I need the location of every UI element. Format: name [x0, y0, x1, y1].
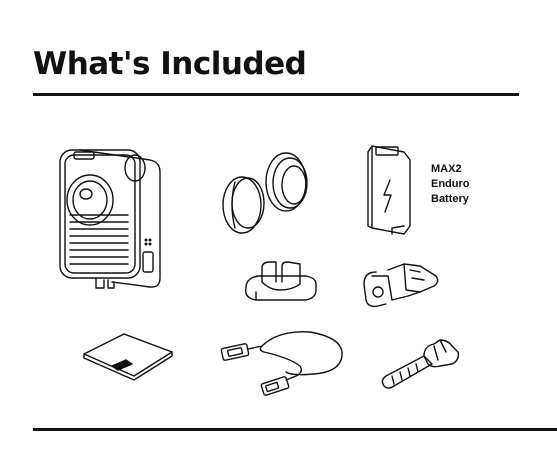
usb-c-cable-icon [220, 331, 343, 396]
camera-icon [59, 149, 161, 289]
bottom-divider [33, 428, 557, 431]
top-divider [33, 93, 519, 96]
page-title: What's Included [33, 46, 307, 82]
thumb-screw-icon [381, 339, 460, 389]
battery-label-line: Battery [431, 193, 469, 205]
lens-caps-icon [222, 152, 308, 234]
curved-mount-icon [245, 261, 317, 301]
cleaning-cloth-icon [83, 333, 173, 381]
battery-label-line: MAX2 [431, 163, 462, 175]
battery-label-line: Enduro [431, 178, 470, 190]
battery-icon [367, 145, 411, 235]
mounting-buckle-icon [363, 263, 439, 308]
battery-label: MAX2 Enduro Battery [431, 162, 470, 207]
